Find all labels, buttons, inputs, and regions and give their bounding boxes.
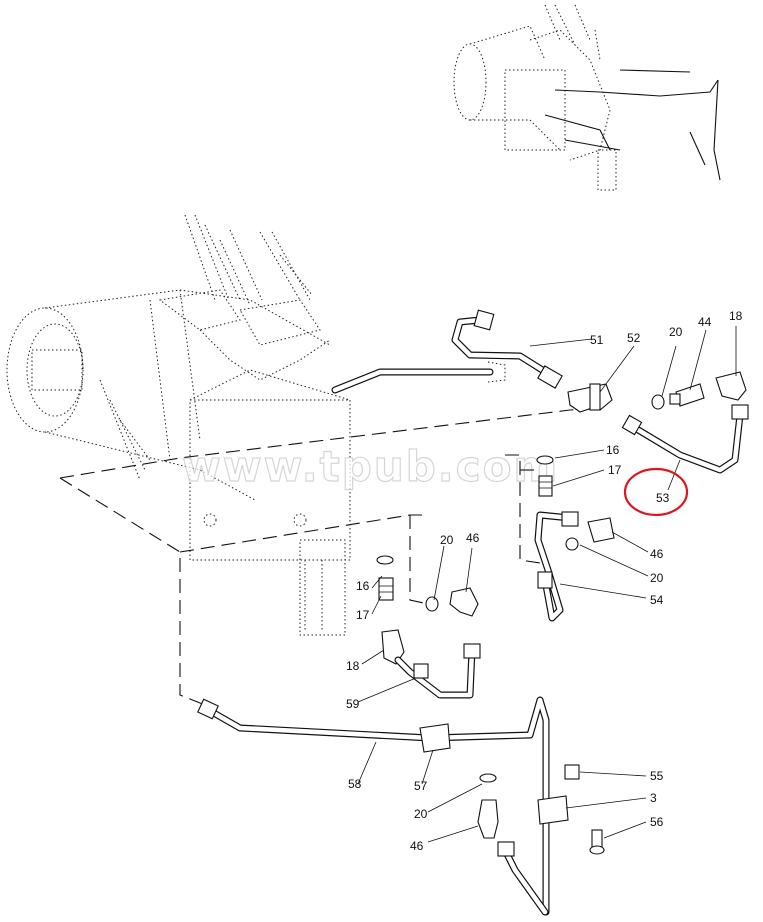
callout-20: 20 xyxy=(440,533,454,547)
elbow-46-center xyxy=(449,587,479,617)
callout-52: 52 xyxy=(627,331,641,345)
fitting-55 xyxy=(564,764,580,780)
callout-17: 17 xyxy=(356,608,370,622)
callout-18: 18 xyxy=(729,309,743,323)
callout-58: 58 xyxy=(348,777,362,791)
washer-20-right xyxy=(565,537,579,551)
inset-locator-view xyxy=(453,4,721,191)
fitting-16-17-right xyxy=(536,455,554,497)
washer-20-center xyxy=(425,596,439,612)
callout-44: 44 xyxy=(698,315,712,329)
engine-assembly xyxy=(6,214,506,636)
callout-20: 20 xyxy=(669,325,683,339)
tube-53 xyxy=(621,404,749,474)
tube-lower xyxy=(497,841,549,916)
tube-54 xyxy=(534,511,579,622)
washer-20-bottom xyxy=(479,773,497,783)
fitting-46-right xyxy=(587,517,615,543)
callout-54: 54 xyxy=(650,593,664,607)
leader-lines xyxy=(357,326,737,843)
tube-59 xyxy=(394,643,481,699)
callout-18: 18 xyxy=(346,659,360,673)
callout-17: 17 xyxy=(608,463,622,477)
callout-55: 55 xyxy=(650,769,664,783)
tube-51 xyxy=(451,309,563,389)
tee-fitting-52 xyxy=(567,383,613,413)
callout-56: 56 xyxy=(650,815,664,829)
callout-46: 46 xyxy=(410,839,424,853)
screw-56 xyxy=(589,829,605,855)
callout-46: 46 xyxy=(466,531,480,545)
elbow-46-bottom xyxy=(477,799,499,839)
callout-3: 3 xyxy=(650,791,657,805)
fitting-20-top xyxy=(651,394,665,410)
callout-57: 57 xyxy=(414,779,428,793)
fitting-44 xyxy=(669,383,705,407)
callout-46: 46 xyxy=(650,547,664,561)
callout-16: 16 xyxy=(356,579,370,593)
callout-51: 51 xyxy=(590,333,604,347)
callout-53: 53 xyxy=(656,491,670,505)
callout-20: 20 xyxy=(650,571,664,585)
clamp-3 xyxy=(537,795,569,825)
callout-59: 59 xyxy=(346,697,360,711)
watermark: www.tpub.com xyxy=(182,442,559,491)
tube-58 xyxy=(197,696,550,916)
routing-dashes xyxy=(59,407,601,706)
callout-labels: 51 52 20 44 18 16 17 53 46 20 54 20 46 1… xyxy=(346,309,743,853)
callout-20: 20 xyxy=(414,807,428,821)
fitting-16-17-center xyxy=(376,555,394,601)
callout-53-highlight xyxy=(623,467,689,517)
clamp-57 xyxy=(419,723,451,753)
elbow-18-top xyxy=(715,371,747,401)
callout-16: 16 xyxy=(606,443,620,457)
